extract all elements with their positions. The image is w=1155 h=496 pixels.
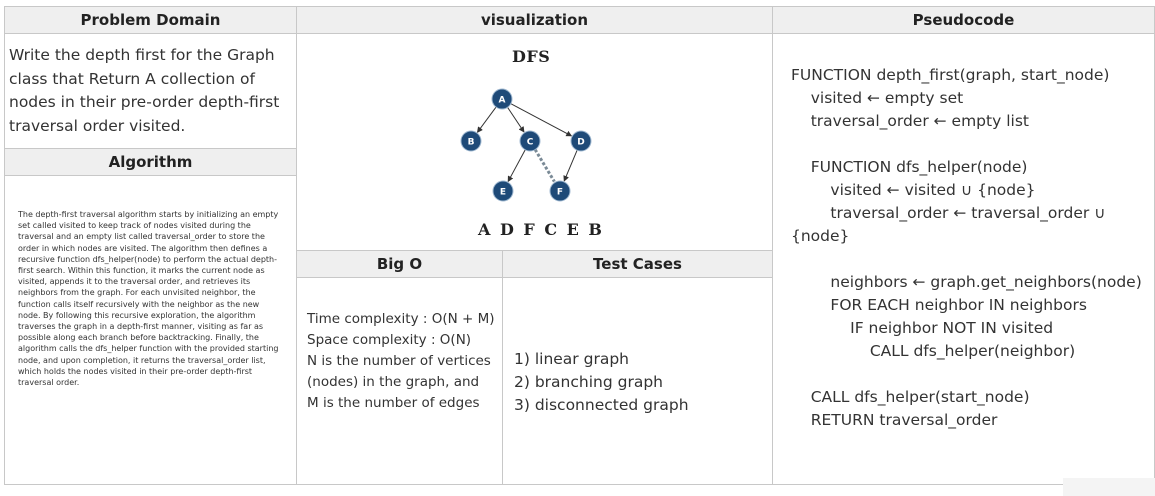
graph-node-label: A <box>499 96 506 106</box>
problem-domain-cell <box>4 33 297 149</box>
problem-domain-header: Problem Domain <box>4 6 297 34</box>
space-complexity: Space complexity : O(N) <box>307 332 472 348</box>
pseudocode-line: neighbors ← graph.get_neighbors(node) <box>791 273 1142 291</box>
graph-node-circle <box>570 130 592 152</box>
pseudocode-line: traversal_order ← traversal_order ∪ {nod… <box>791 204 1111 245</box>
problem-domain-title: Problem Domain <box>80 11 221 29</box>
graph-node-b: B <box>460 130 482 152</box>
graph-node-f: F <box>549 180 571 202</box>
visualization-header: visualization <box>296 6 773 34</box>
bottom-corner-strip <box>1063 478 1155 496</box>
pseudocode-title: Pseudocode <box>912 11 1015 29</box>
pseudocode-line: FUNCTION depth_first(graph, start_node) <box>791 66 1110 84</box>
graph-edge-c-e <box>507 149 526 183</box>
algorithm-text: The depth-first traversal algorithm star… <box>18 210 279 388</box>
dfs-title: DFS <box>512 47 551 66</box>
algorithm-title: Algorithm <box>108 153 193 171</box>
big-o-cell <box>296 277 503 485</box>
test-case-item: 3) disconnected graph <box>514 396 689 414</box>
big-o-header: Big O <box>296 250 503 278</box>
test-cases-title: Test Cases <box>593 255 682 273</box>
pseudocode-cell <box>772 33 1155 485</box>
pseudocode-line: visited ← empty set <box>791 89 964 107</box>
visualization-title: visualization <box>480 11 589 29</box>
test-case-item: 1) linear graph <box>514 350 629 368</box>
graph-node-circle <box>491 88 513 110</box>
pseudocode-line: FOR EACH neighbor IN neighbors <box>791 296 1087 314</box>
graph-node-circle <box>549 180 571 202</box>
graph-edge-a-d <box>510 103 573 137</box>
pseudocode-block: FUNCTION depth_first(graph, start_node) … <box>791 64 1146 432</box>
test-cases-list: 1) linear graph 2) branching graph 3) di… <box>514 348 689 417</box>
graph-node-d: D <box>570 130 592 152</box>
graph-node-a: A <box>491 88 513 110</box>
graph-node-label: B <box>468 138 475 148</box>
test-case-item: 2) branching graph <box>514 373 663 391</box>
graph-edge-a-b <box>476 106 497 133</box>
pseudocode-line <box>791 248 1146 271</box>
graph-node-e: E <box>492 180 514 202</box>
complexity-note: N is the number of vertices (nodes) in t… <box>307 353 491 411</box>
graph-node-label: D <box>577 138 584 148</box>
pseudocode-line: visited ← visited ∪ {node} <box>791 181 1036 199</box>
graph-edge-a-c <box>507 107 525 133</box>
big-o-title: Big O <box>376 255 423 273</box>
pseudocode-line: FUNCTION dfs_helper(node) <box>791 158 1028 176</box>
dfs-graph-diagram: A B C D E F <box>460 88 592 202</box>
pseudocode-line: CALL dfs_helper(start_node) <box>791 388 1030 406</box>
graph-node-label: E <box>500 188 506 198</box>
problem-domain-text: Write the depth first for the Graph clas… <box>9 46 280 135</box>
graph-node-c: C <box>519 130 541 152</box>
graph-edge-c-f <box>533 148 556 183</box>
pseudocode-line: IF neighbor NOT IN visited <box>791 319 1054 337</box>
pseudocode-line: CALL dfs_helper(neighbor) <box>791 342 1076 360</box>
pseudocode-line: RETURN traversal_order <box>791 411 998 429</box>
graph-node-label: F <box>557 188 563 198</box>
pseudocode-header: Pseudocode <box>772 6 1155 34</box>
graph-node-label: C <box>527 138 534 148</box>
graph-node-circle <box>492 180 514 202</box>
graph-node-circle <box>460 130 482 152</box>
dfs-traversal-order: A D F C E B <box>478 220 604 239</box>
pseudocode-line <box>791 363 1146 386</box>
pseudocode-line: traversal_order ← empty list <box>791 112 1029 130</box>
algorithm-header: Algorithm <box>4 148 297 176</box>
test-cases-header: Test Cases <box>502 250 773 278</box>
graph-edge-d-f <box>563 150 578 182</box>
algorithm-cell <box>4 175 297 485</box>
time-complexity: Time complexity : O(N + M) <box>307 311 495 327</box>
graph-node-circle <box>519 130 541 152</box>
big-o-text: Time complexity : O(N + M) Space complex… <box>307 309 495 414</box>
pseudocode-line <box>791 133 1146 156</box>
